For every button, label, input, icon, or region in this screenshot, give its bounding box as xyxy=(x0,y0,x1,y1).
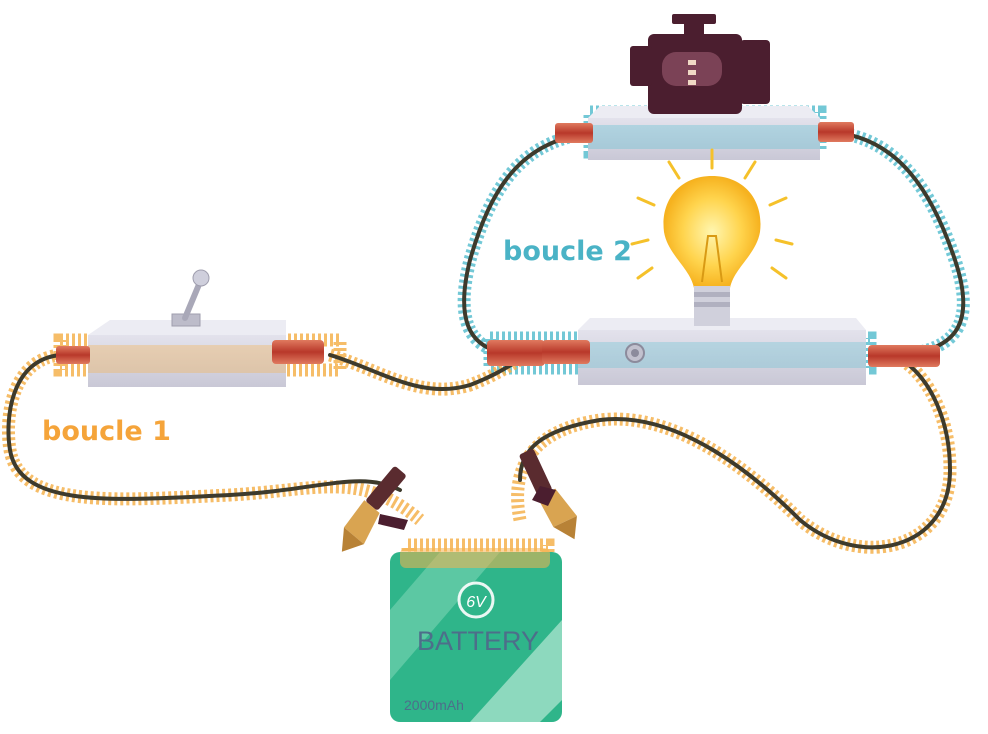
battery-label: BATTERY xyxy=(417,626,539,656)
alligator-clip-icon xyxy=(341,449,577,552)
switch-box xyxy=(88,269,286,387)
light-bulb-icon xyxy=(630,148,794,326)
battery-capacity: 2000mAh xyxy=(404,697,464,713)
wires xyxy=(6,129,966,550)
battery-icon: 6V BATTERY 2000mAh xyxy=(390,548,562,722)
engine-icon xyxy=(630,14,770,114)
connectors xyxy=(56,122,940,367)
engine-box xyxy=(588,14,820,160)
battery-voltage: 6V xyxy=(466,594,487,611)
loop2-label: boucle 2 xyxy=(503,236,632,267)
toggle-switch-icon[interactable] xyxy=(171,269,210,327)
loop1-label: boucle 1 xyxy=(42,416,171,447)
bulb-box xyxy=(578,148,866,385)
